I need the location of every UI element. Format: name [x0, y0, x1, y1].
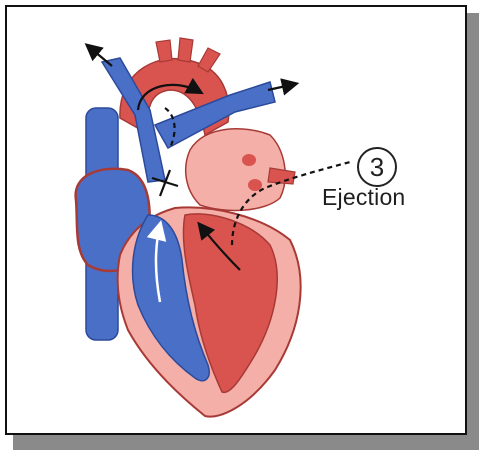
- step-number: 3: [357, 147, 397, 187]
- flow-arrow: [268, 84, 295, 90]
- white-mask: [266, 15, 390, 61]
- flow-arrow: [88, 46, 112, 66]
- left-atrium: [186, 129, 295, 211]
- step-label: Ejection: [322, 184, 405, 211]
- white-mask: [9, 178, 45, 296]
